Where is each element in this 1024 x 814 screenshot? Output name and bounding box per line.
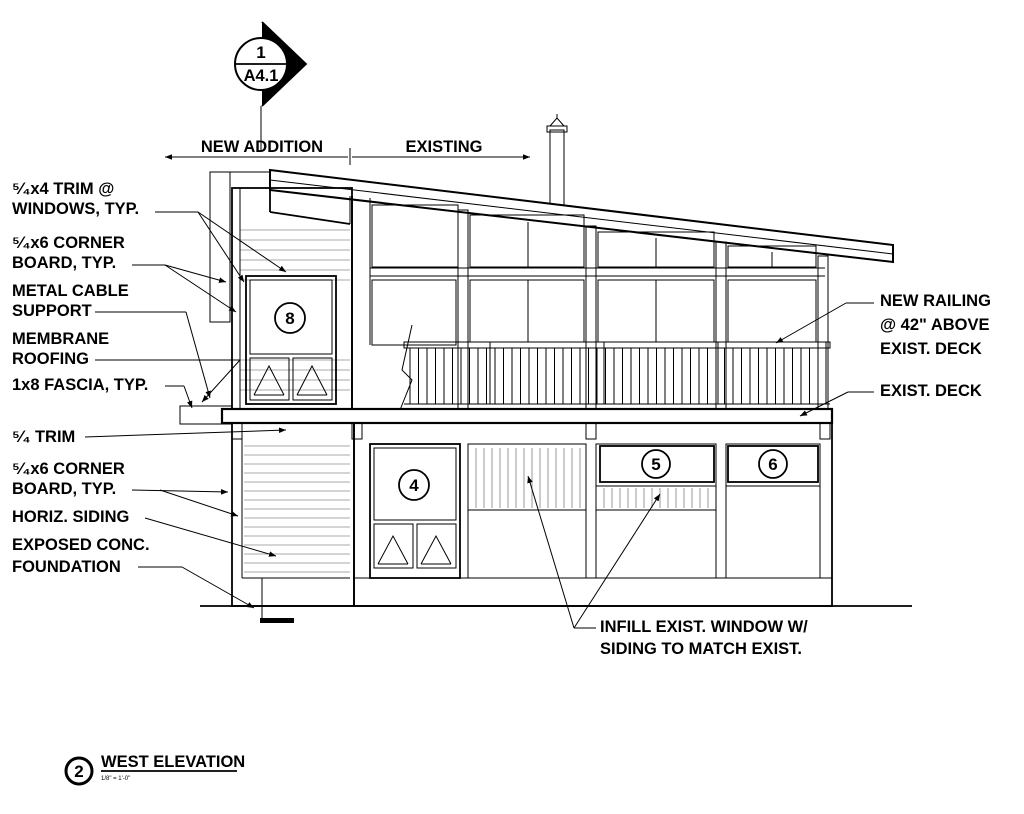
roof: [269, 168, 894, 264]
section-marker-number: 1: [256, 43, 265, 62]
railing: [403, 341, 831, 405]
callout-membrane-line2: ROOFING: [12, 350, 89, 368]
window-tag-6-text: 6: [768, 455, 777, 474]
infill-window: [467, 443, 587, 579]
lower-level: 4 5 6: [200, 422, 912, 623]
title-block-scale: 1/8" = 1'-0": [101, 776, 130, 782]
callout-railing-line1: NEW RAILING: [880, 292, 991, 310]
window-tag-5-text: 5: [651, 455, 660, 474]
window-8: [245, 275, 337, 405]
window-tag-8: [274, 302, 306, 334]
callout-siding: HORIZ. SIDING: [12, 508, 129, 526]
callout-trim: ⁵⁄₄ TRIM: [12, 428, 75, 446]
window-4: [369, 443, 461, 579]
new-addition-label: NEW ADDITION: [201, 138, 323, 156]
section-marker: 1 A4.1: [234, 21, 308, 150]
callout-corner-lower-line1: ⁵⁄₄x6 CORNER: [12, 460, 125, 478]
window-tag-6: [758, 449, 788, 479]
callout-metal-cable-line2: SUPPORT: [12, 302, 92, 320]
callout-trim-windows-line1: ⁵⁄₄x4 TRIM @: [12, 180, 114, 198]
window-tag-8-text: 8: [285, 309, 294, 328]
callout-infill-line2: SIDING TO MATCH EXIST.: [600, 640, 802, 658]
section-marker-sheet: A4.1: [244, 67, 279, 85]
callout-corner-upper-line1: ⁵⁄₄x6 CORNER: [12, 234, 125, 252]
existing-label: EXISTING: [405, 138, 482, 156]
callout-fascia: 1x8 FASCIA, TYP.: [12, 376, 148, 394]
dimension-line: NEW ADDITION EXISTING: [165, 138, 530, 165]
left-callouts: ⁵⁄₄x4 TRIM @ WINDOWS, TYP. ⁵⁄₄x6 CORNER …: [12, 180, 287, 609]
window-tag-5: [641, 449, 671, 479]
callout-corner-upper-line2: BOARD, TYP.: [12, 254, 116, 272]
callout-infill-line1: INFILL EXIST. WINDOW W/: [600, 618, 808, 636]
callout-foundation-line1: EXPOSED CONC.: [12, 536, 150, 554]
window-tag-4: [398, 469, 430, 501]
callout-trim-windows-line2: WINDOWS, TYP.: [12, 200, 139, 218]
chimney: [546, 114, 568, 206]
callout-foundation-line2: FOUNDATION: [12, 558, 121, 576]
title-block-title: WEST ELEVATION: [101, 753, 245, 771]
title-block-number: 2: [74, 762, 83, 781]
callout-metal-cable-line1: METAL CABLE: [12, 282, 129, 300]
title-block: 2 WEST ELEVATION 1/8" = 1'-0": [64, 753, 245, 786]
deck: [220, 407, 834, 425]
callout-membrane-line1: MEMBRANE: [12, 330, 109, 348]
callout-exist-deck: EXIST. DECK: [880, 382, 982, 400]
callout-railing-line3: EXIST. DECK: [880, 340, 982, 358]
callout-corner-lower-line2: BOARD, TYP.: [12, 480, 116, 498]
right-callouts: NEW RAILING @ 42" ABOVE EXIST. DECK EXIS…: [527, 292, 991, 658]
new-addition: 8: [179, 171, 353, 425]
callout-railing-line2: @ 42" ABOVE: [880, 316, 990, 334]
window-tag-4-text: 4: [409, 476, 419, 495]
